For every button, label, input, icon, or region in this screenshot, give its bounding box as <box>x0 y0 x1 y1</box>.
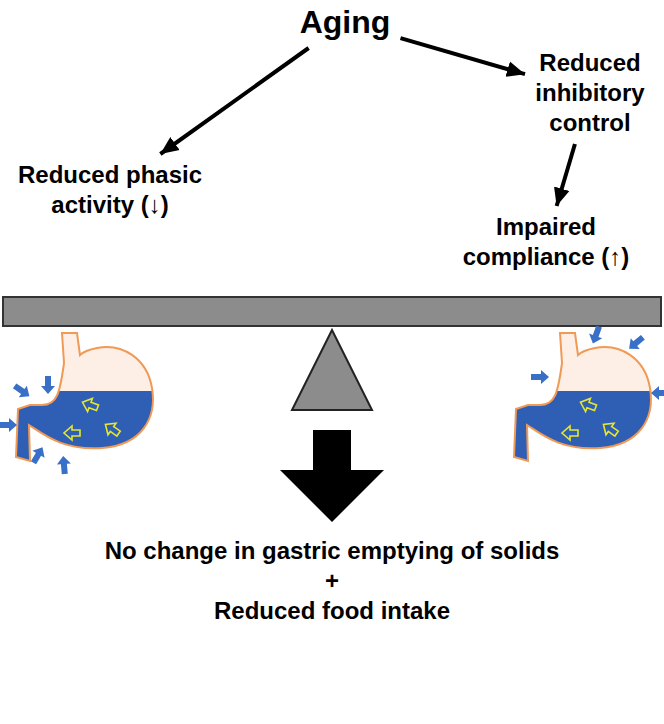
result-arrow <box>280 430 384 522</box>
stomach-fundic <box>514 324 664 461</box>
balance-beam <box>3 297 661 326</box>
label-text: Reduced food intake <box>101 596 564 626</box>
fulcrum <box>292 330 372 410</box>
label-text: Reduced phasic activity (↓) <box>14 160 207 220</box>
label-text: Impaired compliance (↑) <box>459 212 634 272</box>
causal-arrow <box>160 48 308 154</box>
effect-label: Reduced phasic activity (↓) <box>14 160 207 220</box>
cause-label: Aging <box>296 2 395 42</box>
effect-label: Impaired compliance (↑) <box>459 212 634 272</box>
causal-arrow <box>401 38 526 74</box>
label-text: Aging <box>296 2 395 42</box>
outcome-label: No change in gastric emptying of solids+… <box>101 536 564 626</box>
label-text: Reduced inhibitory control <box>531 48 649 138</box>
label-text: No change in gastric emptying of solids <box>101 536 564 566</box>
causal-arrow <box>557 144 575 206</box>
stomach-antral <box>0 333 153 475</box>
label-text: + <box>101 566 564 596</box>
mechanism-label: Reduced inhibitory control <box>531 48 649 138</box>
